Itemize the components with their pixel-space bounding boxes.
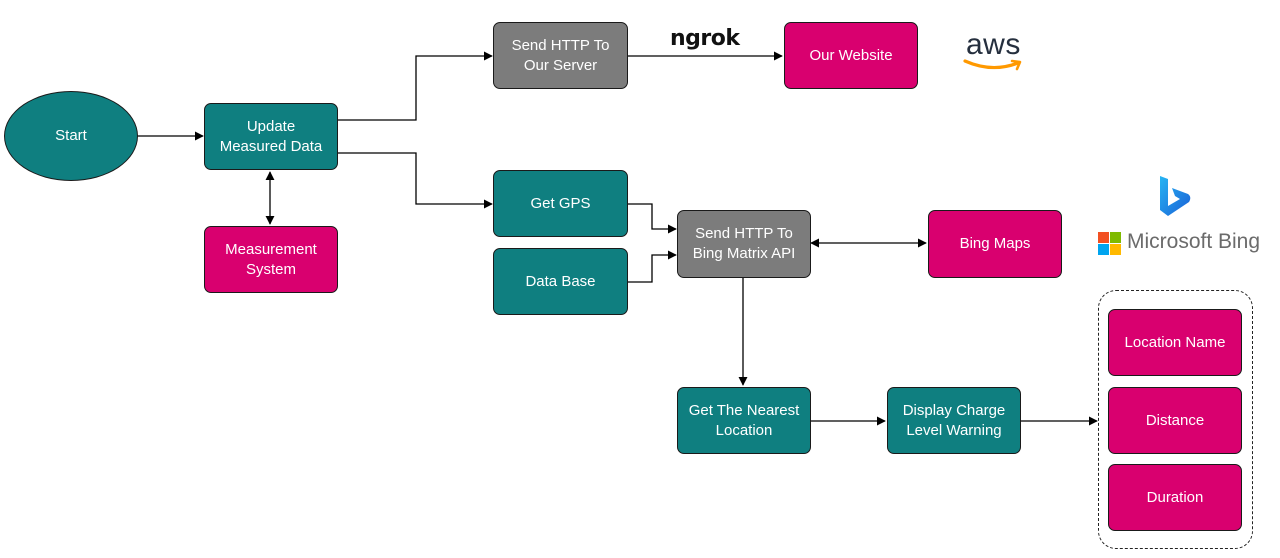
- get-gps-node: Get GPS: [493, 170, 628, 237]
- edge-update-send-server: [338, 51, 493, 121]
- send-http-server-node: Send HTTP To Our Server: [493, 22, 628, 89]
- nearest-location-node: Get The Nearest Location: [677, 387, 811, 454]
- send-http-bing-node: Send HTTP To Bing Matrix API: [677, 210, 811, 278]
- location-name-node: Location Name: [1108, 309, 1242, 376]
- duration-node: Duration: [1108, 464, 1242, 531]
- measurement-system-node: Measurement System: [204, 226, 338, 293]
- bing-logo-icon: [1160, 176, 1191, 216]
- distance-node: Distance: [1108, 387, 1242, 454]
- microsoft-bing-logo: Microsoft Bing: [1127, 230, 1261, 253]
- edge-gps-send-bing: [628, 203, 677, 234]
- microsoft-logo-icon: [1098, 232, 1121, 255]
- bing-maps-node: Bing Maps: [928, 210, 1062, 278]
- aws-logo: aws: [966, 28, 1021, 61]
- our-website-node: Our Website: [784, 22, 918, 89]
- aws-smile-icon: [963, 59, 1022, 71]
- display-warning-node: Display Charge Level Warning: [887, 387, 1021, 454]
- edge-update-get-gps: [338, 152, 493, 209]
- results-group: [1098, 290, 1253, 549]
- edge-database-send-bing: [628, 250, 677, 283]
- ngrok-logo: ngrok: [670, 26, 740, 51]
- update-measured-data-node: Update Measured Data: [204, 103, 338, 170]
- start-node: Start: [4, 91, 138, 181]
- database-node: Data Base: [493, 248, 628, 315]
